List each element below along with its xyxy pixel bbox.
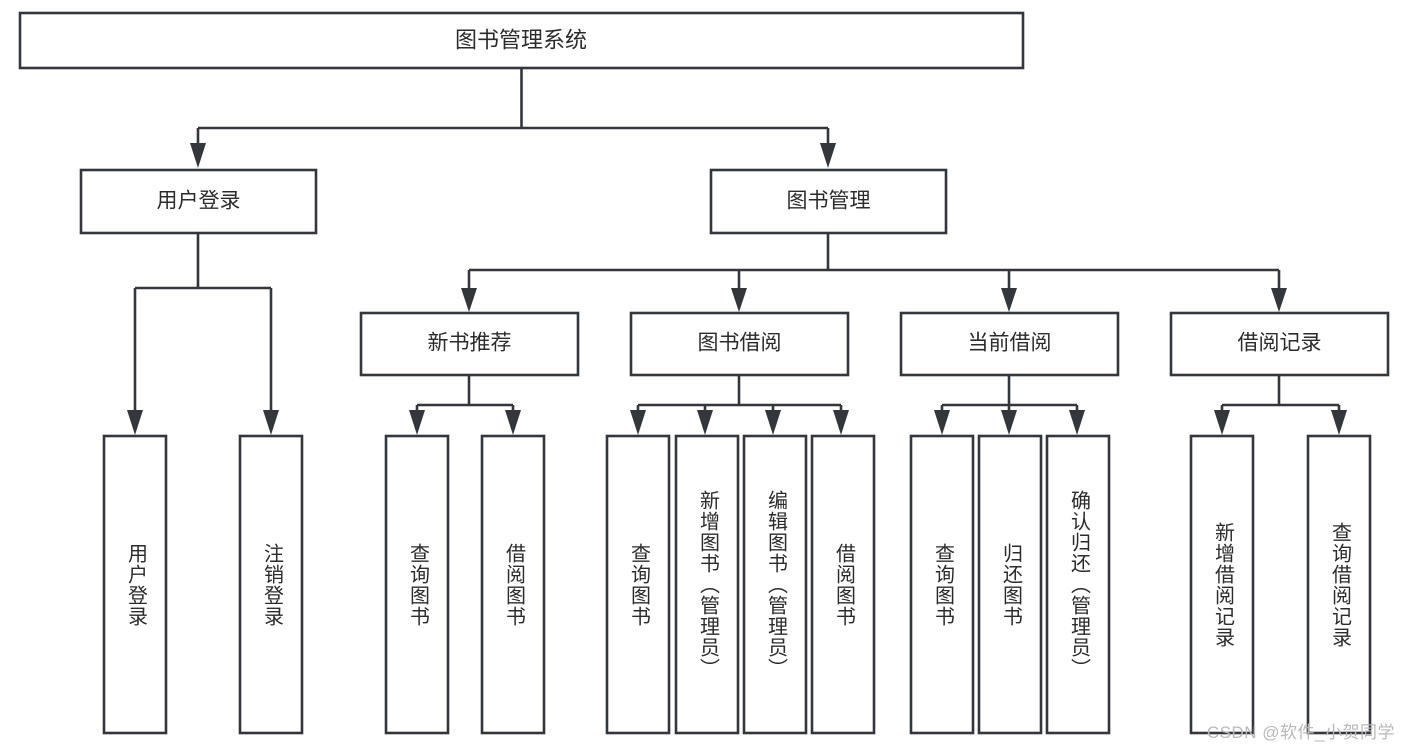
arrow-head-cb-2 <box>1001 410 1017 435</box>
leaf-group-current-borrow <box>909 434 1111 735</box>
arrow-head-nb-1 <box>409 410 425 435</box>
connector-group-user-login <box>127 233 279 435</box>
node-root-box[interactable] <box>18 11 1025 70</box>
connector-group-book-mgmt <box>461 233 1287 312</box>
arrow-head-cb-3 <box>1069 410 1085 435</box>
arrow-head-bb-4 <box>833 410 849 435</box>
node-book-borrow-box[interactable] <box>629 311 850 377</box>
leaf-box-new-book-2[interactable] <box>480 434 546 735</box>
leaf-group-new-book-recommend <box>384 434 546 735</box>
node-user-login[interactable]: 用户登录 <box>79 168 318 235</box>
connector-group-current-borrow <box>934 375 1085 435</box>
node-current-borrow-label: 当前借阅 <box>968 332 1052 355</box>
leaf-box-current-borrow-1[interactable] <box>909 434 975 735</box>
leaf-box-borrow-record-1[interactable] <box>1189 434 1255 735</box>
node-new-book-recommend-label: 新书推荐 <box>428 332 512 355</box>
arrow-head-ul-2 <box>263 410 279 435</box>
node-current-borrow[interactable]: 当前借阅 <box>899 311 1120 377</box>
node-user-login-box[interactable] <box>79 168 318 235</box>
arrow-head-book-mgmt <box>820 143 836 168</box>
node-borrow-record[interactable]: 借阅记录 <box>1169 311 1390 377</box>
arrow-head-bb-3 <box>765 410 781 435</box>
leaf-box-book-borrow-1[interactable] <box>605 434 671 735</box>
leaf-box-book-borrow-2[interactable] <box>674 434 740 735</box>
leaf-group-user-login <box>102 434 304 735</box>
arrow-head-l3-3 <box>1001 288 1017 312</box>
leaf-box-user-login-1[interactable] <box>102 434 168 735</box>
node-borrow-record-box[interactable] <box>1169 311 1390 377</box>
arrow-head-cb-1 <box>934 410 950 435</box>
arrow-head-user-login <box>190 143 206 168</box>
csdn-watermark: CSDN @软件_小贺同学 <box>1206 723 1395 742</box>
connector-group-root <box>190 68 836 168</box>
leaf-box-current-borrow-2[interactable] <box>977 434 1043 735</box>
node-new-book-recommend-box[interactable] <box>359 311 580 377</box>
node-book-borrow[interactable]: 图书借阅 <box>629 311 850 377</box>
leaf-group-borrow-record <box>1189 434 1372 735</box>
arrow-head-bb-1 <box>630 410 646 435</box>
leaf-box-new-book-1[interactable] <box>384 434 450 735</box>
node-new-book-recommend[interactable]: 新书推荐 <box>359 311 580 377</box>
connector-group-book-borrow <box>630 375 849 435</box>
leaf-box-book-borrow-4[interactable] <box>810 434 876 735</box>
leaf-box-current-borrow-3[interactable] <box>1045 434 1111 735</box>
arrow-head-br-2 <box>1331 410 1347 435</box>
arrow-head-l3-4 <box>1271 288 1287 312</box>
arrow-head-nb-2 <box>505 410 521 435</box>
node-root[interactable]: 图书管理系统 <box>18 11 1025 70</box>
leaf-box-borrow-record-2[interactable] <box>1306 434 1372 735</box>
arrow-head-l3-2 <box>731 288 747 312</box>
arrow-head-l3-1 <box>461 288 477 312</box>
connector-group-borrow-record <box>1214 375 1347 435</box>
node-current-borrow-box[interactable] <box>899 311 1120 377</box>
node-book-management-label: 图书管理 <box>787 190 871 213</box>
connector-group-new-book <box>409 375 521 435</box>
leaf-box-user-login-2[interactable] <box>238 434 304 735</box>
arrow-head-bb-2 <box>697 410 713 435</box>
arrow-head-br-1 <box>1214 410 1230 435</box>
leaf-box-book-borrow-3[interactable] <box>742 434 808 735</box>
node-root-label: 图书管理系统 <box>455 27 587 52</box>
arrow-head-ul-1 <box>127 410 143 435</box>
node-book-management-box[interactable] <box>709 168 948 235</box>
node-book-borrow-label: 图书借阅 <box>698 332 782 355</box>
node-book-management[interactable]: 图书管理 <box>709 168 948 235</box>
leaf-group-book-borrow <box>605 434 876 735</box>
node-user-login-label: 用户登录 <box>157 190 241 213</box>
node-borrow-record-label: 借阅记录 <box>1238 332 1322 355</box>
